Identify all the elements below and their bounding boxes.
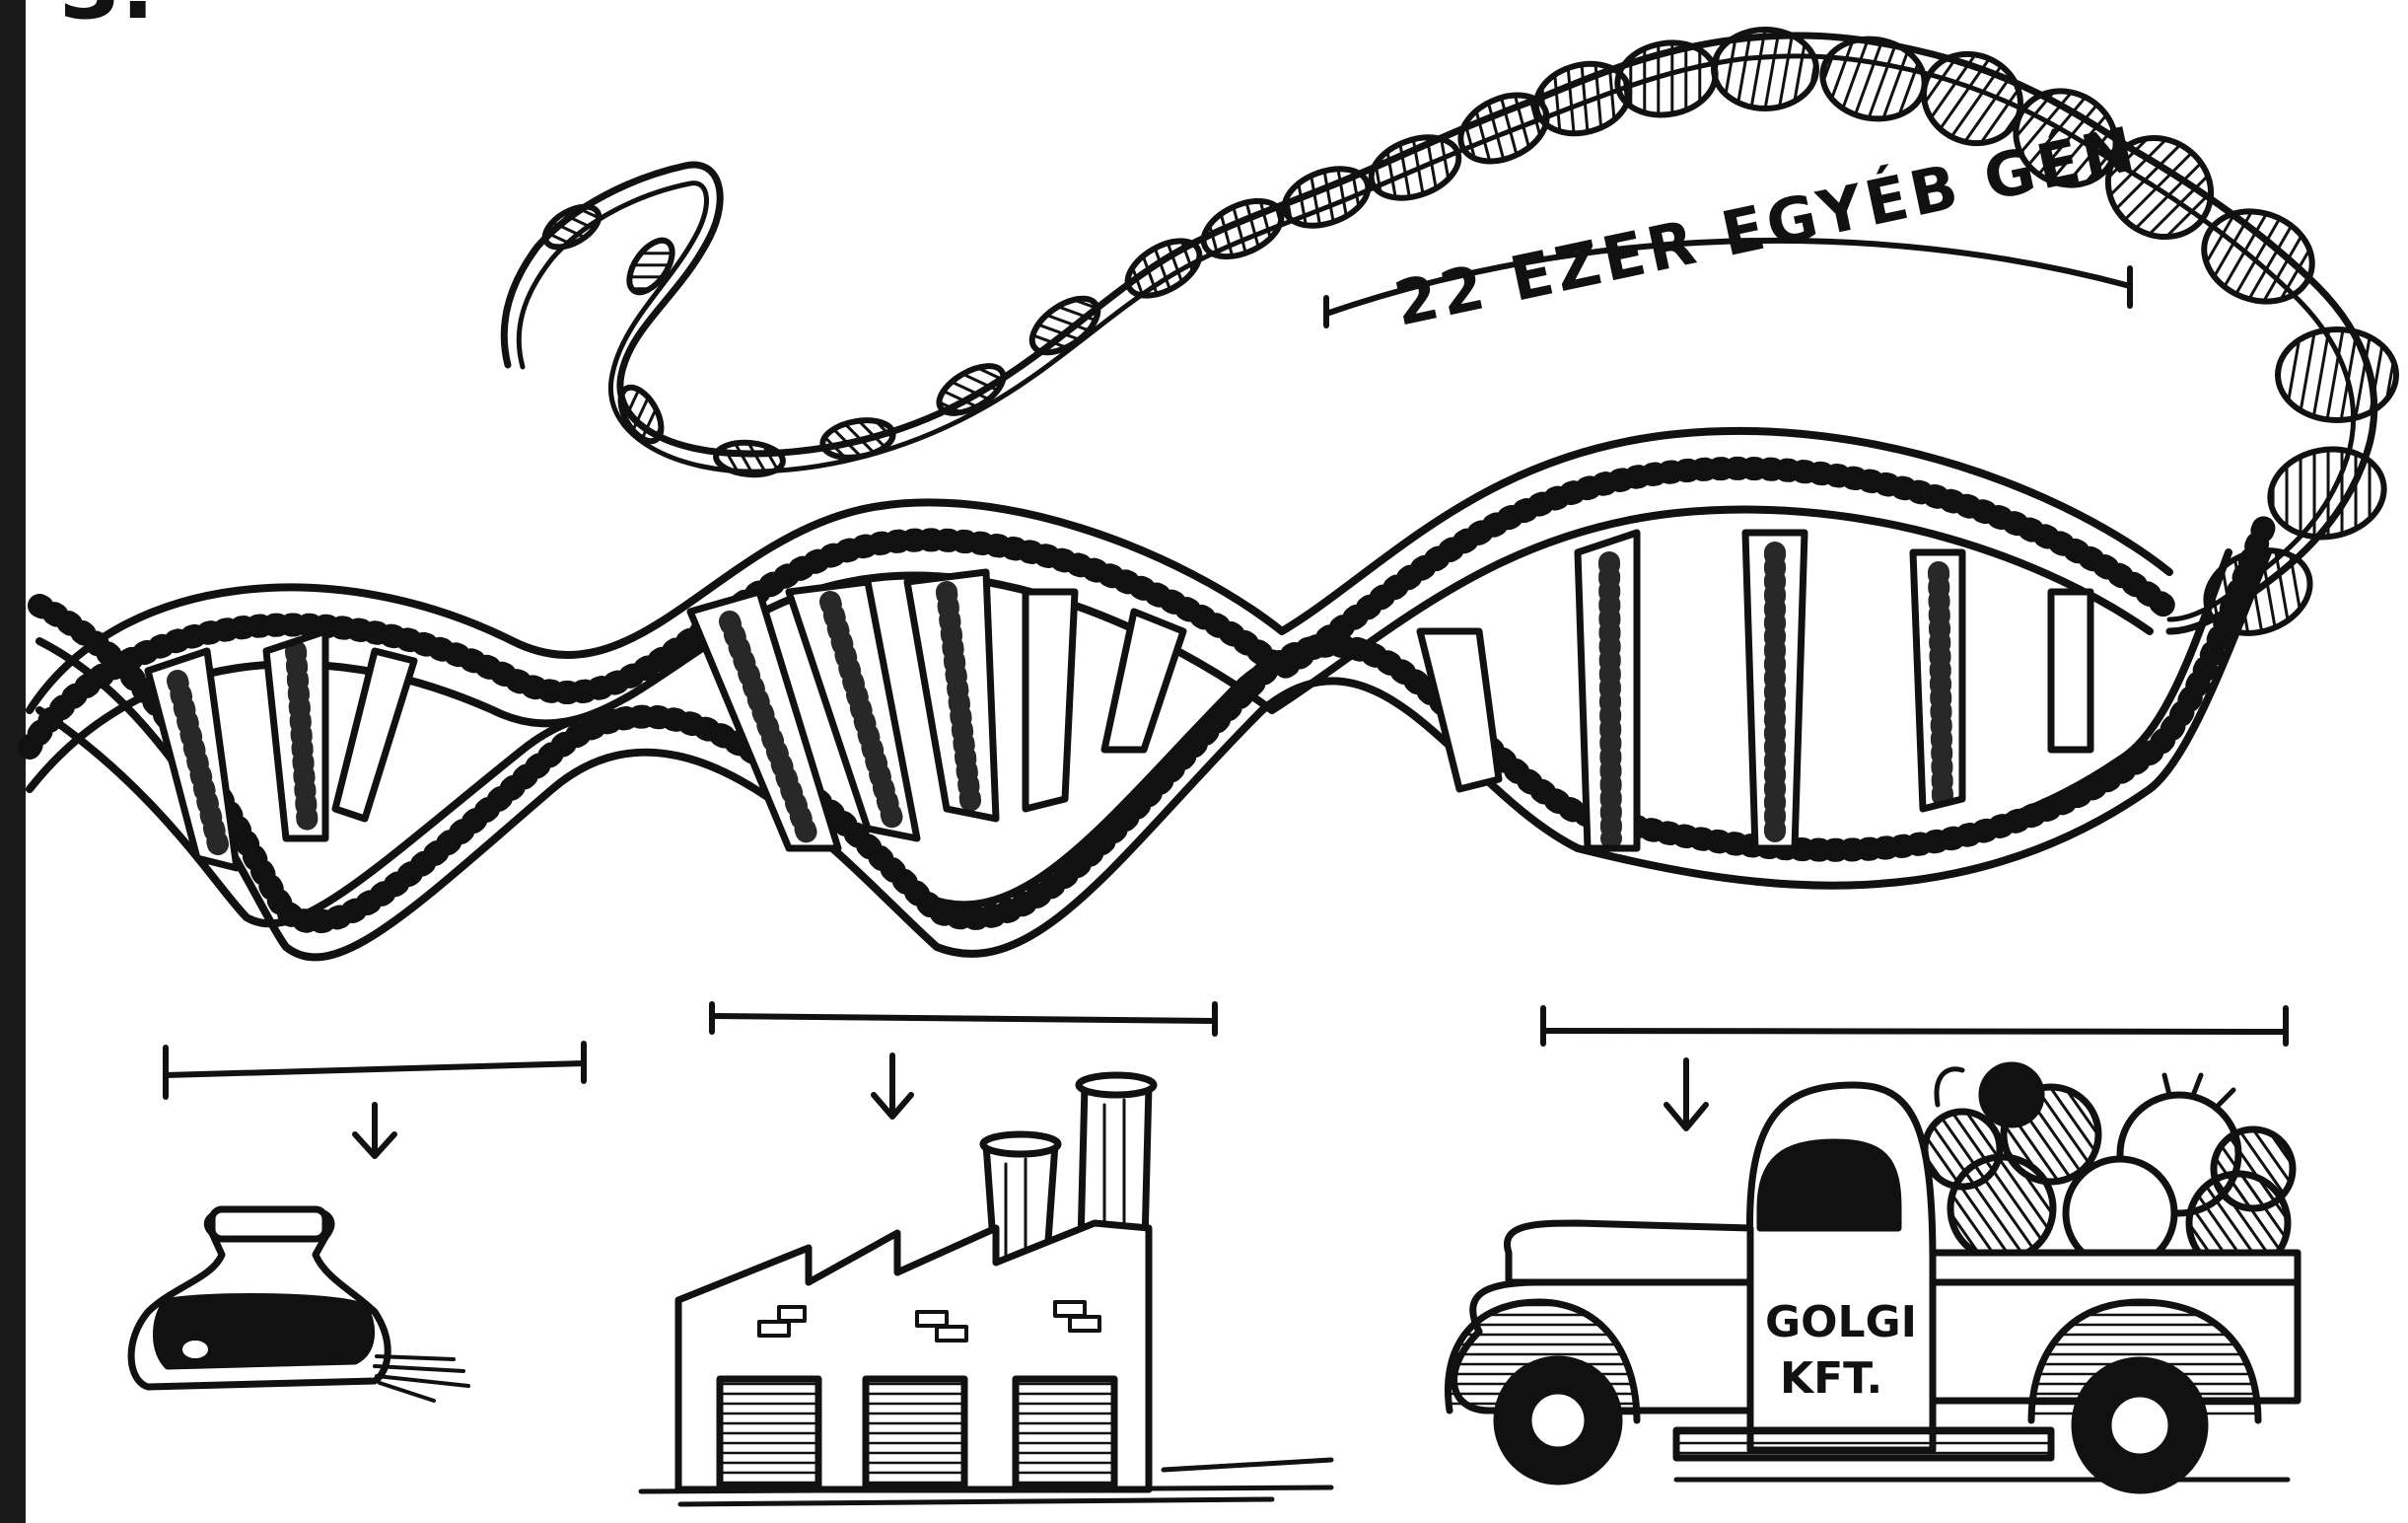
truck-label-line1: GOLGI	[1765, 1297, 1917, 1347]
truck-label-line2: KFT.	[1780, 1353, 1882, 1404]
factory-icon	[641, 1075, 1331, 1504]
truck-icon	[1448, 1065, 2298, 1490]
left-frame-bar	[0, 0, 26, 1523]
panel-number: 3.	[59, 0, 155, 39]
gene-brackets	[166, 1004, 2286, 1097]
dna-big-helix	[30, 431, 2268, 958]
ink-bottle-icon	[131, 1209, 468, 1401]
